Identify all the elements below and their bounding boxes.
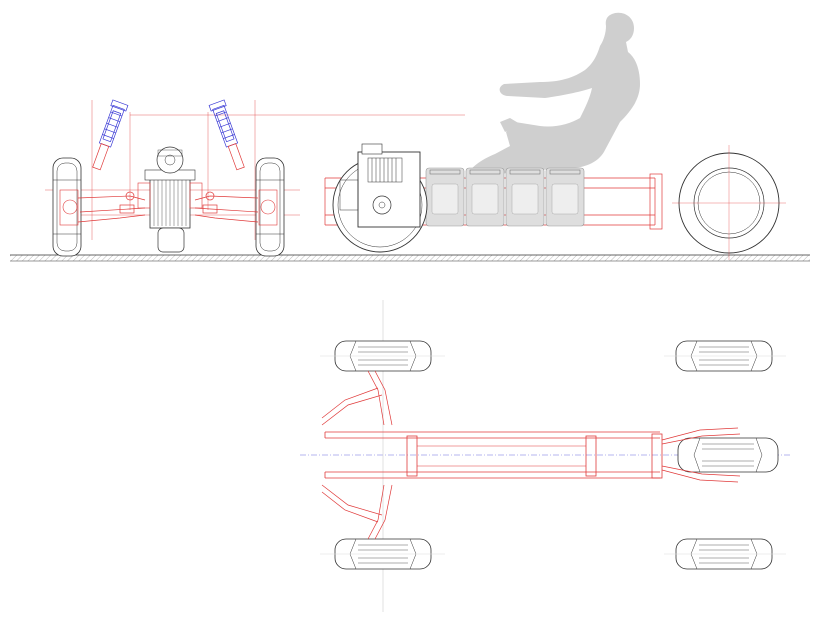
- plan-front-left-wheel: [664, 340, 786, 372]
- front-right-shock-absorber: [208, 99, 245, 171]
- front-drive-unit: [137, 146, 203, 253]
- front-left-wheel: [52, 157, 82, 257]
- front-elevation-view: [45, 99, 465, 257]
- side-drive-motor: [339, 143, 421, 228]
- battery-modules: [425, 167, 585, 227]
- top-plan-view: [300, 300, 790, 612]
- driver-silhouette: [465, 12, 640, 178]
- plan-front-fork: [661, 427, 741, 483]
- front-right-wheel: [255, 157, 285, 257]
- side-elevation-view: [324, 12, 786, 260]
- plan-front-center-wheel: [677, 437, 779, 473]
- ground-line: [10, 254, 810, 262]
- plan-rear-left-wheel: [320, 340, 445, 372]
- side-front-wheel: [672, 145, 786, 260]
- plan-main-frame: [324, 431, 663, 479]
- wishbones: [77, 191, 259, 223]
- front-left-shock-absorber: [92, 99, 129, 171]
- battery-module: [465, 167, 505, 227]
- battery-module: [425, 167, 465, 227]
- battery-module: [545, 167, 585, 227]
- plan-front-right-wheel: [664, 538, 786, 570]
- battery-module: [505, 167, 545, 227]
- plan-rear-right-wheel: [320, 538, 445, 570]
- plan-rear-trailing-arms: [321, 370, 393, 540]
